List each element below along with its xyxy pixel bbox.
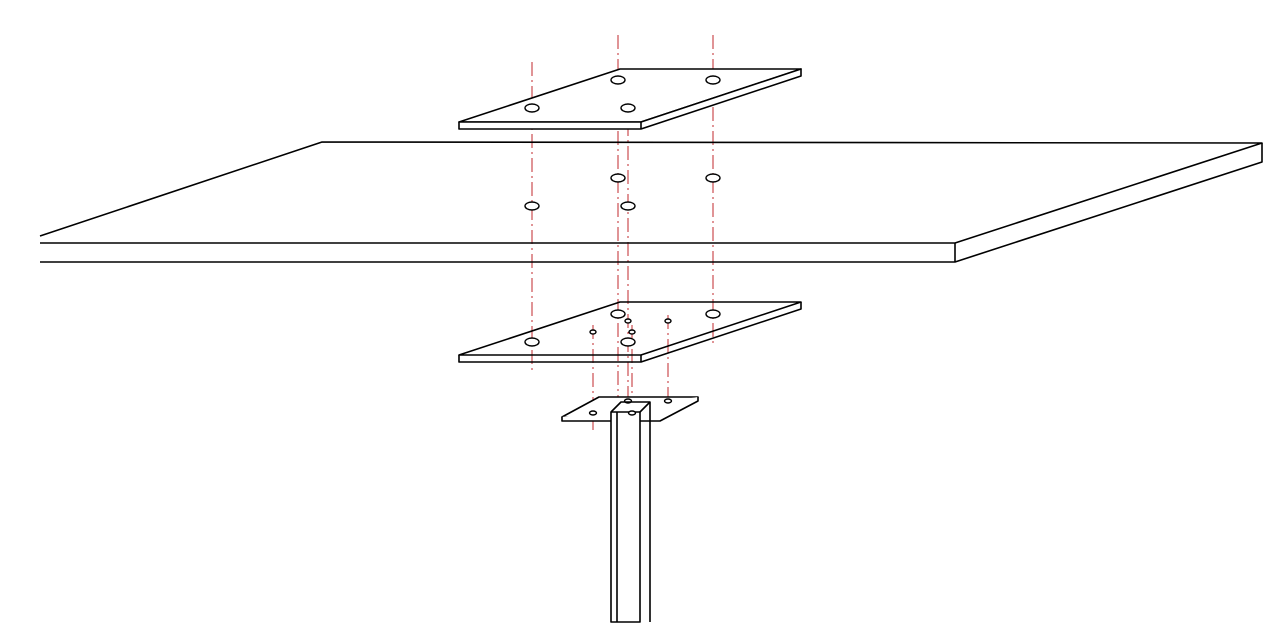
bolt-hole (524, 337, 540, 347)
top-plate (458, 68, 802, 130)
bottom-plate (458, 301, 802, 363)
screw-hole (589, 329, 597, 335)
bolt-hole (705, 75, 721, 85)
bolt-hole (610, 75, 626, 85)
bolt-hole (620, 201, 636, 211)
bolt-hole (610, 173, 626, 183)
bolt-hole (524, 201, 540, 211)
bolt-hole (610, 309, 626, 319)
table-leg-post (610, 401, 651, 623)
table-board (39, 141, 1263, 263)
screw-hole (627, 410, 637, 416)
bolt-hole (620, 337, 636, 347)
bolt-hole (705, 173, 721, 183)
screw-hole (624, 318, 632, 324)
bolt-hole (705, 309, 721, 319)
screw-hole (588, 410, 598, 416)
screw-hole (628, 329, 636, 335)
screw-hole (663, 398, 673, 404)
bolt-hole (620, 103, 636, 113)
bolt-hole (524, 103, 540, 113)
screw-hole (664, 318, 672, 324)
